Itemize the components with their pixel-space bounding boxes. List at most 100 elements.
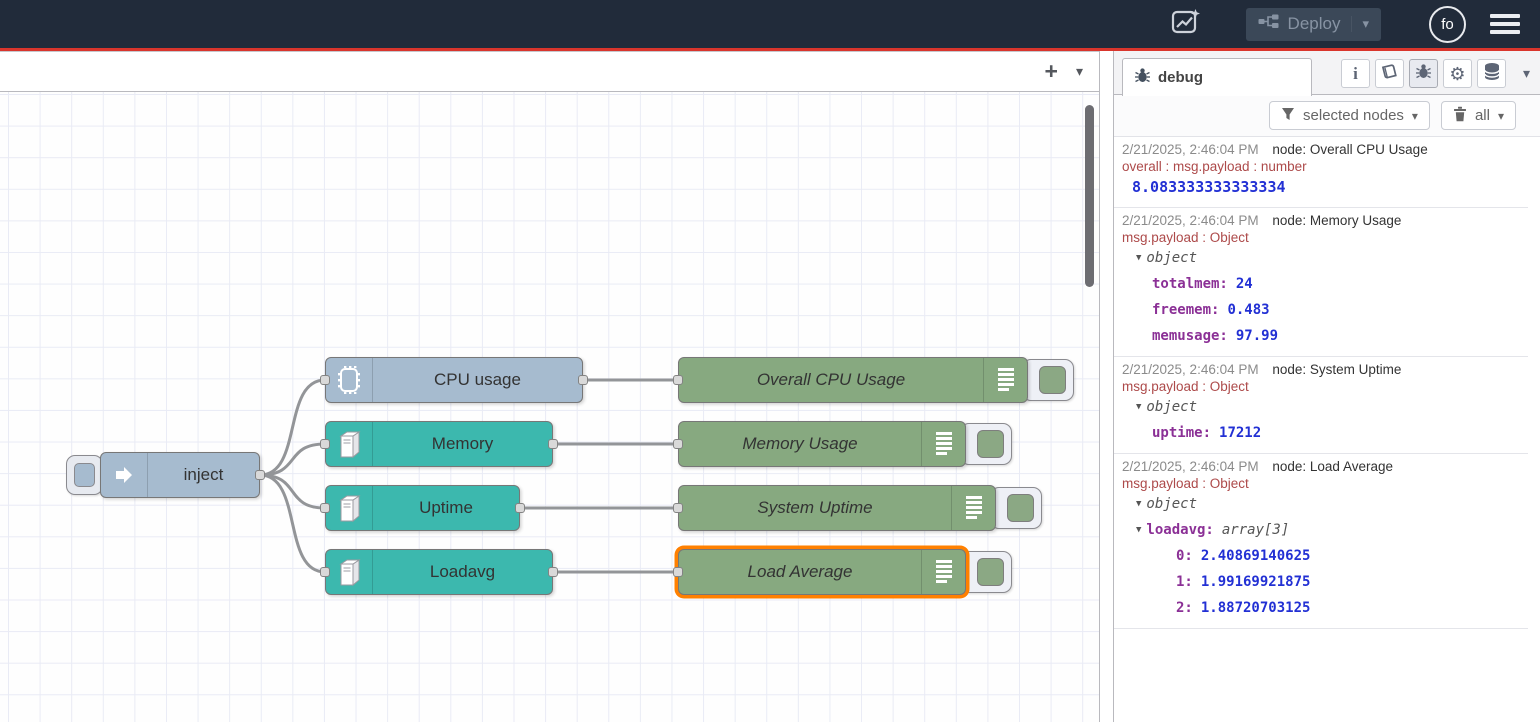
clear-label: all (1475, 107, 1490, 124)
tab-config-button[interactable]: ⚙ (1443, 59, 1472, 88)
entry-value: 1.99169921875 (1201, 574, 1311, 590)
debug-enable-toggle[interactable] (960, 423, 1012, 465)
deploy-button[interactable]: Deploy ▾ (1246, 8, 1381, 41)
user-avatar[interactable]: fo (1429, 6, 1466, 43)
object-entry: memusage:97.99 (1122, 323, 1526, 349)
wire[interactable] (260, 444, 325, 475)
collapse-caret-icon[interactable]: ▼ (1136, 253, 1141, 263)
object-entry: uptime:17212 (1122, 420, 1526, 446)
book-icon (1380, 63, 1399, 85)
main-menu-button[interactable] (1490, 14, 1520, 34)
sparkle-chart-icon (1170, 7, 1202, 42)
debug-message: 2/21/2025, 2:46:04 PM node: Overall CPU … (1114, 137, 1528, 208)
input-port[interactable] (320, 567, 330, 577)
debug-message: 2/21/2025, 2:46:04 PM node: Load Average… (1114, 454, 1528, 629)
cpu-chip-icon (326, 358, 373, 402)
output-port[interactable] (255, 470, 265, 480)
entry-value: 0.483 (1227, 302, 1269, 318)
output-port[interactable] (515, 503, 525, 513)
debug-message-header: 2/21/2025, 2:46:04 PM node: System Uptim… (1122, 362, 1526, 377)
array-entry: 1:1.99169921875 (1122, 569, 1526, 595)
flow-tab-bar: + ▾ (0, 51, 1099, 92)
tab-debug-button[interactable] (1409, 59, 1438, 88)
timestamp: 2/21/2025, 2:46:04 PM (1122, 362, 1259, 377)
flow-canvas[interactable]: inject (0, 92, 1099, 722)
collapse-caret-icon[interactable]: ▼ (1136, 525, 1141, 535)
deploy-options-caret-icon[interactable]: ▾ (1351, 16, 1369, 32)
payload-value: 8.083333333333334 (1122, 174, 1526, 200)
input-port[interactable] (673, 503, 683, 513)
funnel-icon (1281, 107, 1295, 125)
debug-console-icon (921, 550, 965, 594)
flow-node-inject[interactable]: inject (100, 452, 260, 498)
wire[interactable] (260, 475, 325, 508)
array-entry: 0:2.40869140625 (1122, 543, 1526, 569)
input-port[interactable] (673, 567, 683, 577)
assistant-button[interactable] (1170, 7, 1202, 42)
inject-trigger-button[interactable] (66, 455, 103, 495)
clear-messages-button[interactable]: all ▾ (1441, 101, 1516, 130)
toggle-inner (977, 430, 1004, 458)
output-port[interactable] (578, 375, 588, 385)
payload-path: overall : msg.payload : number (1122, 159, 1526, 174)
input-port[interactable] (673, 375, 683, 385)
server-icon (326, 550, 373, 594)
inject-button-inner (74, 463, 95, 487)
debug-message-list[interactable]: 2/21/2025, 2:46:04 PM node: Overall CPU … (1114, 137, 1540, 722)
tab-help-button[interactable] (1375, 59, 1404, 88)
flow-node-loadavg[interactable]: Loadavg (325, 549, 553, 595)
timestamp: 2/21/2025, 2:46:04 PM (1122, 459, 1259, 474)
flow-node-debug-overall-cpu[interactable]: Overall CPU Usage (678, 357, 1028, 403)
source-node: node: Memory Usage (1272, 213, 1401, 228)
debug-filter-toolbar: selected nodes ▾ all ▾ (1114, 95, 1540, 137)
sidebar-tab-bar: debug i ⚙ (1114, 51, 1540, 95)
collapse-caret-icon[interactable]: ▼ (1136, 402, 1141, 412)
debug-message: 2/21/2025, 2:46:04 PM node: Memory Usage… (1114, 208, 1528, 357)
node-label: CPU usage (373, 358, 582, 402)
object-row[interactable]: ▼object (1122, 491, 1526, 517)
entry-value: 97.99 (1236, 328, 1278, 344)
timestamp: 2/21/2025, 2:46:04 PM (1122, 142, 1259, 157)
node-label: System Uptime (679, 486, 951, 530)
sidebar-splitter[interactable] (1100, 51, 1114, 722)
object-row[interactable]: ▼object (1122, 394, 1526, 420)
object-row[interactable]: ▼object (1122, 245, 1526, 271)
bug-icon (1134, 67, 1151, 88)
output-port[interactable] (548, 439, 558, 449)
flow-node-cpu-usage[interactable]: CPU usage (325, 357, 583, 403)
deploy-label: Deploy (1288, 14, 1341, 34)
array-row[interactable]: ▼loadavg:array[3] (1122, 517, 1526, 543)
flow-list-caret-icon[interactable]: ▾ (1076, 63, 1083, 80)
wire-layer (0, 92, 1099, 722)
menu-bar-icon (1490, 14, 1520, 18)
filter-nodes-button[interactable]: selected nodes ▾ (1269, 101, 1430, 130)
output-port[interactable] (548, 567, 558, 577)
add-flow-button[interactable]: + (1045, 60, 1058, 83)
collapse-caret-icon[interactable]: ▼ (1136, 499, 1141, 509)
flow-node-debug-load-average[interactable]: Load Average (678, 549, 966, 595)
input-port[interactable] (320, 439, 330, 449)
input-port[interactable] (320, 503, 330, 513)
tab-context-button[interactable] (1477, 59, 1506, 88)
sidebar: debug i ⚙ (1114, 51, 1540, 722)
debug-console-icon (951, 486, 995, 530)
flow-node-uptime[interactable]: Uptime (325, 485, 520, 531)
input-port[interactable] (673, 439, 683, 449)
tab-info-button[interactable]: i (1341, 59, 1370, 88)
payload-path: msg.payload : Object (1122, 379, 1526, 394)
toggle-inner (977, 558, 1004, 586)
sidebar-overflow-caret-icon[interactable]: ▾ (1523, 65, 1530, 82)
entry-value: 1.88720703125 (1201, 600, 1311, 616)
input-port[interactable] (320, 375, 330, 385)
debug-enable-toggle[interactable] (960, 551, 1012, 593)
debug-enable-toggle[interactable] (990, 487, 1042, 529)
canvas-vertical-scrollbar[interactable] (1085, 105, 1094, 287)
flow-node-memory[interactable]: Memory (325, 421, 553, 467)
gear-icon: ⚙ (1449, 65, 1465, 83)
debug-enable-toggle[interactable] (1022, 359, 1074, 401)
flow-node-debug-memory-usage[interactable]: Memory Usage (678, 421, 966, 467)
tab-debug[interactable]: debug (1122, 58, 1312, 96)
flow-node-debug-system-uptime[interactable]: System Uptime (678, 485, 996, 531)
payload-path: msg.payload : Object (1122, 230, 1526, 245)
